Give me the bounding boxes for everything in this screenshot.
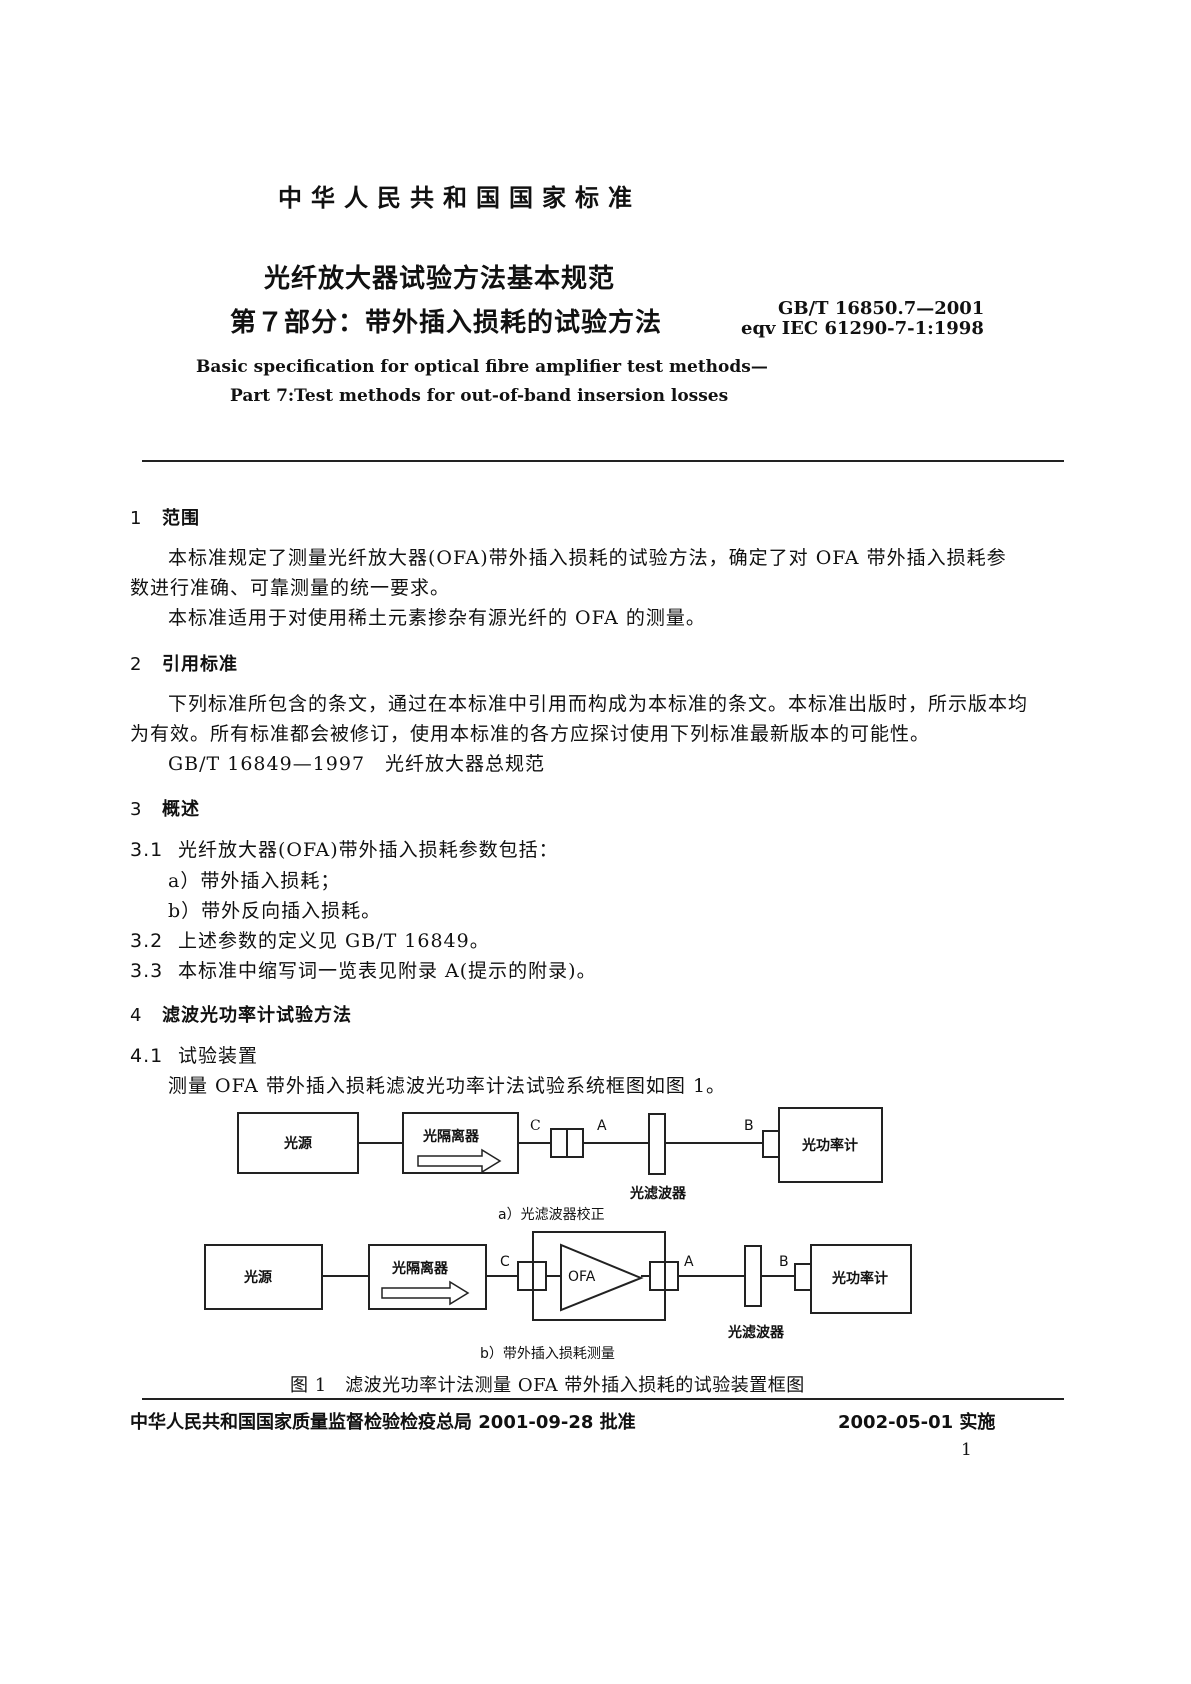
connector-b-b xyxy=(794,1263,812,1291)
clause-number: 3.3 xyxy=(130,960,164,982)
clause-text: 试验装置 xyxy=(178,1045,259,1067)
point-b-label: B xyxy=(744,1118,754,1134)
arrow-icon xyxy=(381,1280,470,1306)
title-line-2: 第７部分：带外插入损耗的试验方法 xyxy=(230,308,663,338)
section-1-paragraph-1: 本标准规定了测量光纤放大器(OFA)带外插入损耗的试验方法，确定了对 OFA 带… xyxy=(168,547,1007,569)
point-c-label: C xyxy=(500,1254,510,1270)
ofa-box xyxy=(532,1231,666,1321)
clause-4-1-text: 测量 OFA 带外插入损耗滤波光功率计法试验系统框图如图 1。 xyxy=(168,1075,727,1097)
section-title: 引用标准 xyxy=(162,654,238,675)
section-2-paragraph-1: 下列标准所包含的条文，通过在本标准中引用而构成为本标准的条文。本标准出版时，所示… xyxy=(168,693,1029,715)
section-1-heading: 1 范围 xyxy=(130,504,200,530)
header-divider xyxy=(142,460,1064,462)
power-meter-box-b xyxy=(810,1244,912,1314)
source-label: 光源 xyxy=(283,1135,312,1152)
isolator-label: 光隔离器 xyxy=(422,1128,480,1145)
title-line-1: 光纤放大器试验方法基本规范 xyxy=(264,264,616,294)
source-label: 光源 xyxy=(243,1269,272,1286)
standard-code: GB/T 16850.7—2001 xyxy=(778,298,985,319)
power-meter-label: 光功率计 xyxy=(831,1270,888,1287)
section-3-heading: 3 概述 xyxy=(130,795,200,821)
diagram-b xyxy=(204,1231,912,1321)
power-meter-label: 光功率计 xyxy=(801,1137,858,1154)
diagram-b-caption: b）带外插入损耗测量 xyxy=(480,1346,615,1362)
clause-text: 光纤放大器(OFA)带外插入损耗参数包括： xyxy=(178,839,559,861)
isolator-box-b xyxy=(368,1244,487,1310)
national-standard-heading: 中华人民共和国国家标准 xyxy=(278,184,641,212)
power-meter-box-a xyxy=(778,1107,883,1183)
diagram-a-caption: a）光滤波器校正 xyxy=(498,1206,605,1223)
section-number: 2 xyxy=(130,654,143,675)
page-number: 1 xyxy=(961,1440,972,1460)
section-1-paragraph-1-cont: 数进行准确、可靠测量的统一要求。 xyxy=(130,577,451,599)
section-4-heading: 4 滤波光功率计试验方法 xyxy=(130,1001,352,1027)
clause-3-1-item-a: a）带外插入损耗； xyxy=(168,870,341,892)
section-number: 1 xyxy=(130,508,143,529)
clause-text: 本标准中缩写词一览表见附录 A(提示的附录)。 xyxy=(178,960,597,982)
clause-4-1: 4.1 试验装置 xyxy=(130,1040,258,1072)
english-title-line-2: Part 7:Test methods for out-of-band inse… xyxy=(230,386,729,406)
connector-b-a xyxy=(762,1130,780,1158)
section-number: 4 xyxy=(130,1005,143,1026)
clause-number: 3.1 xyxy=(130,839,164,861)
implementation-date: 2002-05-01 实施 xyxy=(838,1412,996,1433)
clause-number: 4.1 xyxy=(130,1045,164,1067)
isolator-label: 光隔离器 xyxy=(391,1260,449,1277)
point-c-label: C xyxy=(530,1118,541,1134)
clause-number: 3.2 xyxy=(130,930,164,952)
footer-divider xyxy=(142,1398,1064,1400)
point-a-label: A xyxy=(597,1118,607,1134)
equivalent-code: eqv IEC 61290-7-1:1998 xyxy=(741,318,984,339)
section-number: 3 xyxy=(130,799,143,820)
section-title: 范围 xyxy=(162,508,200,529)
section-2-reference: GB/T 16849—1997 光纤放大器总规范 xyxy=(168,753,546,775)
filter-element-a xyxy=(648,1113,666,1175)
section-title: 滤波光功率计试验方法 xyxy=(162,1005,352,1026)
filter-label: 光滤波器 xyxy=(727,1324,785,1341)
clause-3-1: 3.1 光纤放大器(OFA)带外插入损耗参数包括： xyxy=(130,834,559,866)
diagram-a xyxy=(237,1107,883,1183)
section-2-paragraph-1-cont: 为有效。所有标准都会被修订，使用本标准的各方应探讨使用下列标准最新版本的可能性。 xyxy=(130,723,931,745)
connector-a-a xyxy=(566,1128,584,1158)
clause-3-3: 3.3 本标准中缩写词一览表见附录 A(提示的附录)。 xyxy=(130,955,597,987)
clause-3-2: 3.2 上述参数的定义见 GB/T 16849。 xyxy=(130,925,490,957)
ofa-amplifier-icon xyxy=(560,1243,644,1312)
english-title-line-1: Basic specification for optical fibre am… xyxy=(196,357,768,377)
approval-statement: 中华人民共和国国家质量监督检验检疫总局 2001-09-28 批准 xyxy=(130,1412,636,1433)
section-2-heading: 2 引用标准 xyxy=(130,650,238,676)
arrow-icon xyxy=(417,1148,502,1174)
filter-label: 光滤波器 xyxy=(629,1185,687,1202)
connector-c-a xyxy=(550,1128,568,1158)
clause-3-1-item-b: b）带外反向插入损耗。 xyxy=(168,900,382,922)
section-1-paragraph-2: 本标准适用于对使用稀土元素掺杂有源光纤的 OFA 的测量。 xyxy=(168,607,706,629)
clause-text: 上述参数的定义见 GB/T 16849。 xyxy=(178,930,490,952)
ofa-label: OFA xyxy=(568,1269,596,1285)
figure-1-caption: 图 1 滤波光功率计法测量 OFA 带外插入损耗的试验装置框图 xyxy=(290,1375,805,1396)
section-title: 概述 xyxy=(162,799,200,820)
point-a-label: A xyxy=(684,1254,694,1270)
filter-element-b xyxy=(744,1245,762,1307)
point-b-label: B xyxy=(779,1254,789,1270)
